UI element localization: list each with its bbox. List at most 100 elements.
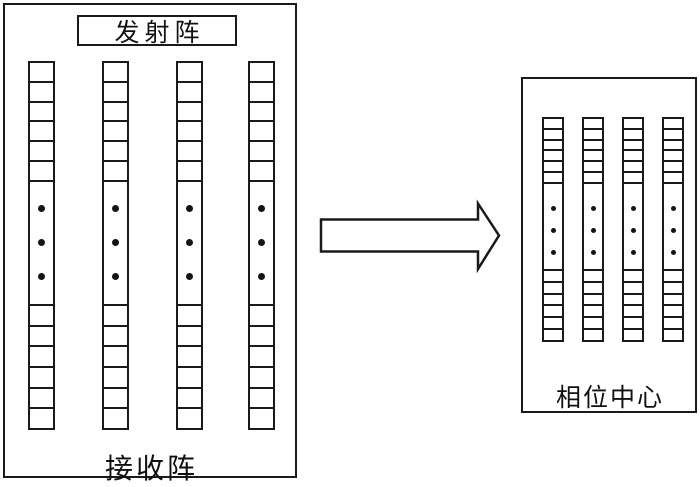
element-cell	[30, 82, 53, 103]
element-cell	[624, 140, 642, 152]
element-cell	[104, 304, 127, 325]
element-cell	[178, 162, 201, 182]
element-cell	[584, 173, 602, 184]
element-cell	[104, 324, 127, 346]
array-column	[176, 61, 203, 430]
element-cell	[624, 173, 642, 184]
element-cell	[584, 151, 602, 163]
array-column	[662, 117, 684, 342]
ellipsis-gap	[544, 184, 562, 269]
element-cell	[250, 122, 273, 143]
receive-array-caption: 接收阵	[104, 452, 198, 485]
ellipsis-dot	[670, 228, 676, 233]
element-cell	[30, 63, 53, 83]
array-column	[582, 117, 604, 342]
element-cell	[30, 162, 53, 182]
ellipsis-gap	[30, 182, 53, 304]
ellipsis-dot	[112, 273, 119, 280]
element-cell	[30, 345, 53, 367]
element-cell	[664, 140, 682, 152]
array-column	[622, 117, 644, 342]
transmit-array-label-box: 发射阵	[77, 15, 237, 47]
ellipsis-dot	[258, 205, 265, 212]
ellipsis-dot	[186, 273, 193, 280]
top-cell-stack	[584, 119, 602, 184]
element-cell	[104, 345, 127, 367]
element-cell	[664, 119, 682, 130]
element-cell	[624, 129, 642, 141]
transmit-array-label: 发射阵	[114, 17, 205, 47]
element-cell	[30, 366, 53, 387]
element-cell	[664, 151, 682, 163]
element-cell	[544, 316, 562, 329]
element-cell	[30, 142, 53, 163]
ellipsis-dot	[670, 206, 676, 211]
element-cell	[664, 280, 682, 293]
phase-center-caption: 相位中心	[555, 383, 664, 412]
ellipsis-dot	[38, 205, 45, 212]
element-cell	[544, 304, 562, 317]
element-cell	[178, 82, 201, 103]
element-cell	[178, 122, 201, 143]
element-cell	[584, 119, 602, 130]
element-cell	[664, 162, 682, 174]
element-cell	[664, 316, 682, 329]
bottom-cell-stack	[624, 269, 642, 340]
bottom-cell-stack	[104, 304, 127, 429]
ellipsis-dot	[670, 250, 676, 255]
element-cell	[664, 269, 682, 281]
top-cell-stack	[178, 63, 201, 182]
element-cell	[544, 280, 562, 293]
element-cell	[30, 122, 53, 143]
element-cell	[30, 324, 53, 346]
element-cell	[178, 304, 201, 325]
element-cell	[250, 162, 273, 182]
element-cell	[104, 162, 127, 182]
ellipsis-dot	[590, 206, 596, 211]
element-cell	[624, 162, 642, 174]
element-cell	[624, 151, 642, 163]
ellipsis-dot	[550, 250, 556, 255]
element-cell	[250, 142, 273, 163]
element-cell	[624, 269, 642, 281]
element-cell	[544, 173, 562, 184]
element-cell	[664, 129, 682, 141]
ellipsis-gap	[584, 184, 602, 269]
element-cell	[30, 304, 53, 325]
element-cell	[178, 407, 201, 429]
element-cell	[104, 82, 127, 103]
element-cell	[250, 345, 273, 367]
element-cell	[544, 151, 562, 163]
ellipsis-dot	[38, 273, 45, 280]
element-cell	[544, 129, 562, 141]
ellipsis-gap	[624, 184, 642, 269]
element-cell	[30, 386, 53, 408]
element-cell	[178, 102, 201, 123]
element-cell	[104, 366, 127, 387]
element-cell	[178, 345, 201, 367]
element-cell	[178, 386, 201, 408]
element-cell	[104, 386, 127, 408]
element-cell	[250, 324, 273, 346]
element-cell	[250, 386, 273, 408]
element-cell	[250, 407, 273, 429]
element-cell	[624, 292, 642, 305]
ellipsis-dot	[590, 250, 596, 255]
element-cell	[544, 119, 562, 130]
element-cell	[664, 292, 682, 305]
element-cell	[178, 324, 201, 346]
element-cell	[664, 328, 682, 340]
ellipsis-dot	[630, 206, 636, 211]
bottom-cell-stack	[544, 269, 562, 340]
ellipsis-dot	[630, 250, 636, 255]
array-column	[102, 61, 129, 430]
top-cell-stack	[544, 119, 562, 184]
element-cell	[544, 328, 562, 340]
element-cell	[544, 269, 562, 281]
element-cell	[104, 142, 127, 163]
element-cell	[664, 173, 682, 184]
bottom-cell-stack	[584, 269, 602, 340]
array-column	[28, 61, 55, 430]
ellipsis-dot	[186, 239, 193, 246]
ellipsis-gap	[178, 182, 201, 304]
